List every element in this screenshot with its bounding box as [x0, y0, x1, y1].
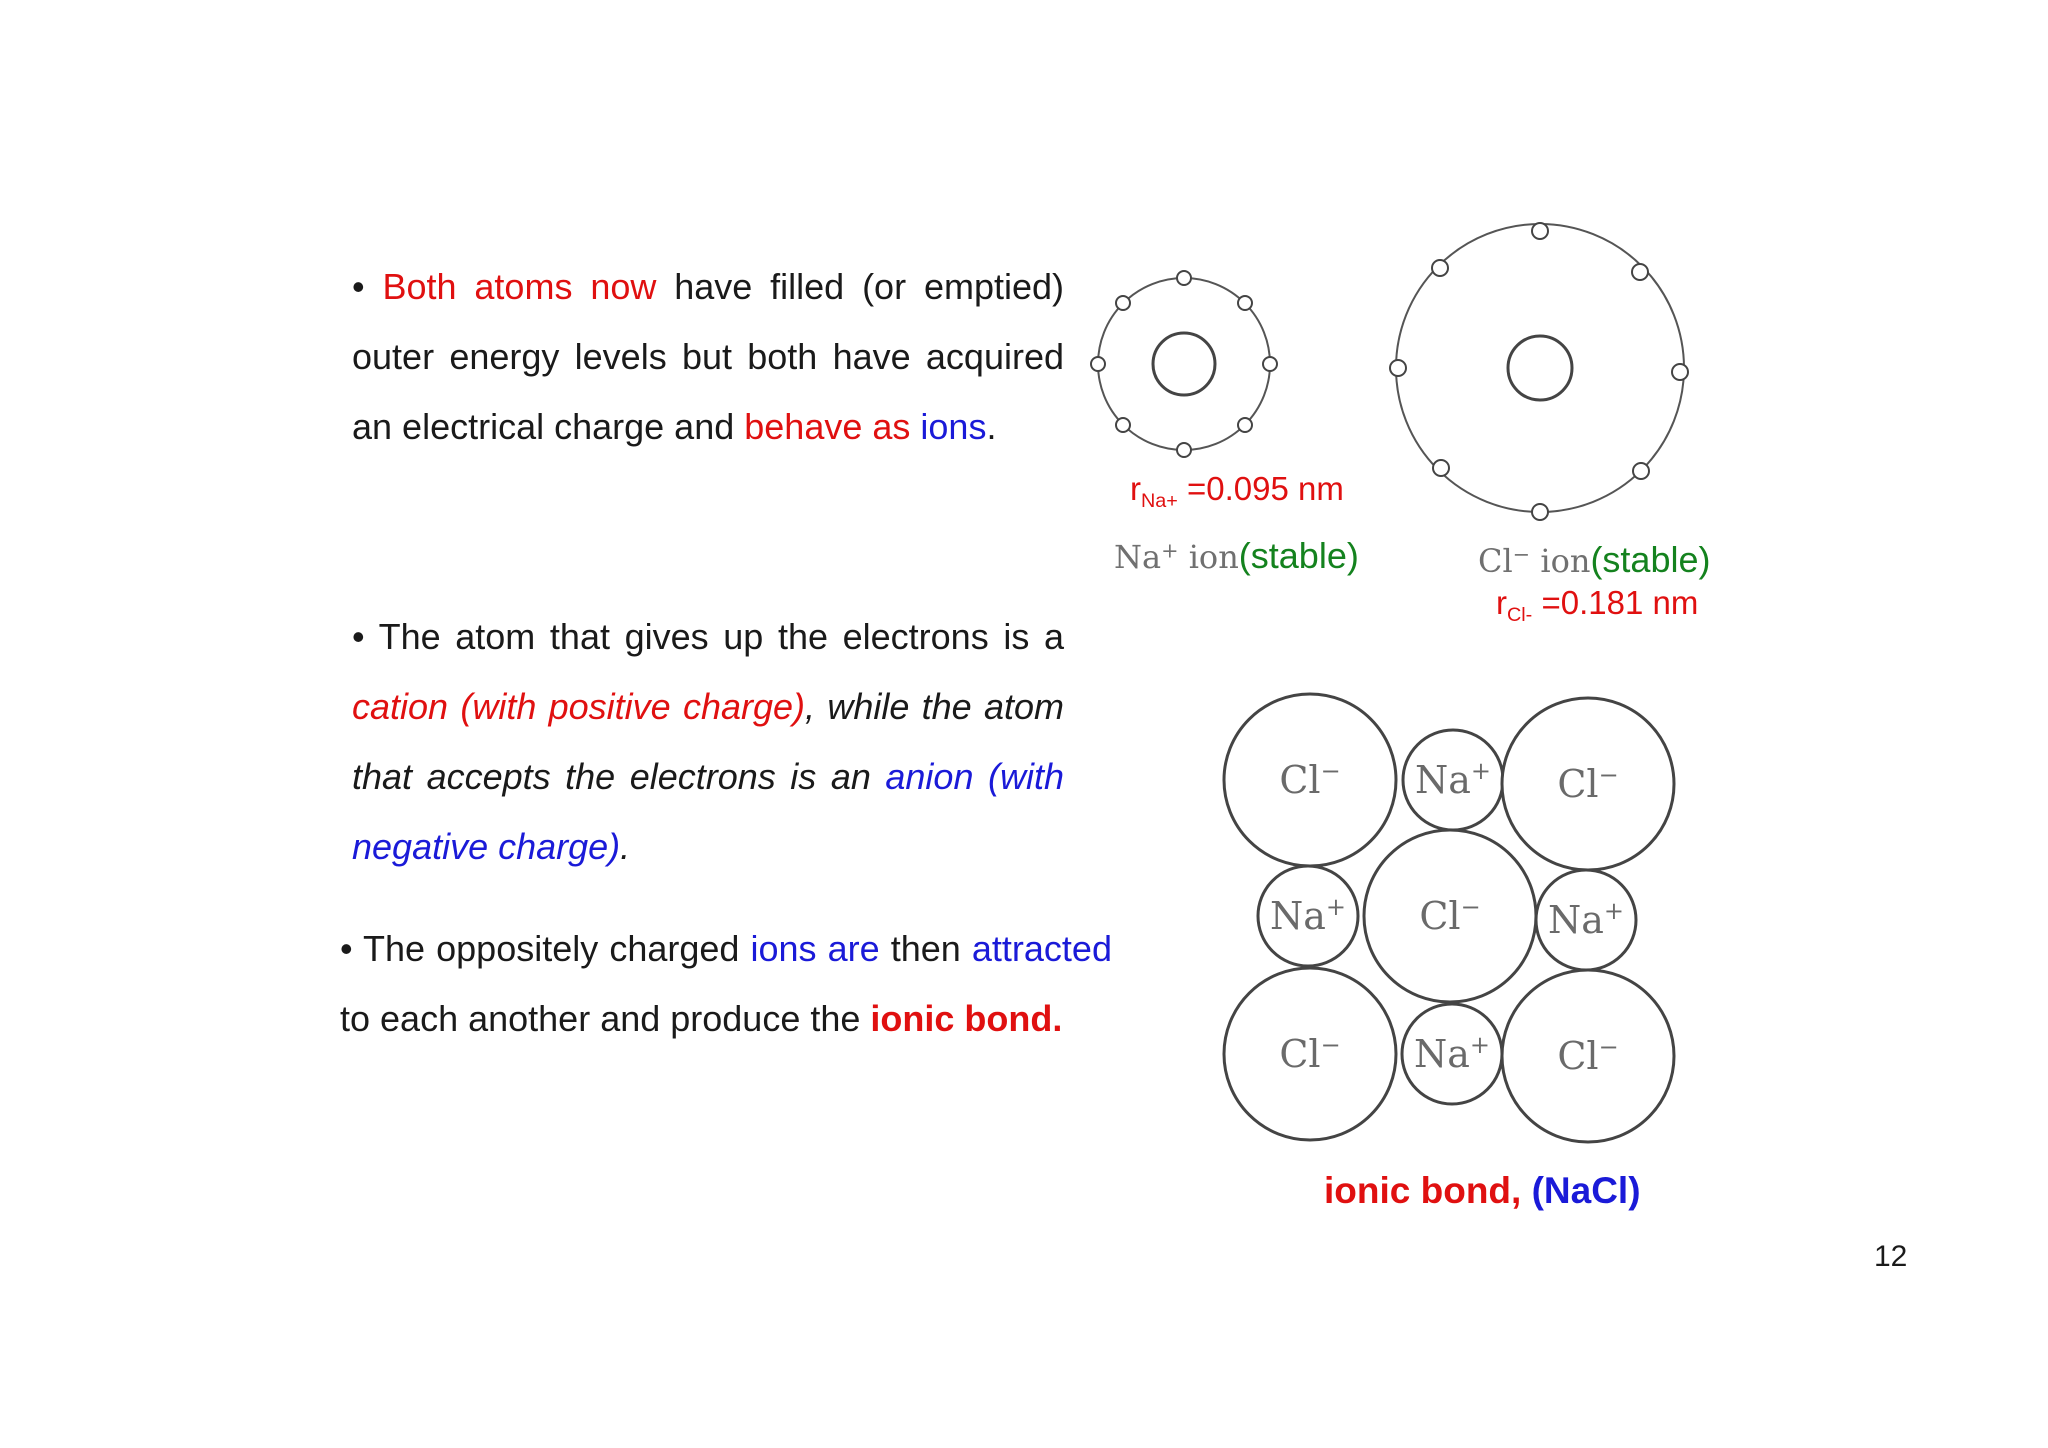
na-ion-label: Na+ ion(stable)	[1114, 535, 1359, 576]
lattice-label-na: Na+	[1414, 1031, 1490, 1076]
nacl-lattice-diagram: Cl− Na+ Cl− Na+ Cl− Na+ Cl− Na+ Cl−	[1222, 692, 1676, 1144]
text	[910, 406, 920, 447]
page-number: 12	[1874, 1240, 1908, 1273]
cl-nucleus	[1506, 334, 1574, 402]
text-blue: ions	[920, 406, 987, 447]
lattice-ion-na	[1256, 864, 1360, 968]
text-cation: cation (with positive charge)	[352, 686, 806, 727]
text-red: Both atoms now	[382, 266, 657, 307]
lattice-ion-cl	[1222, 966, 1398, 1142]
lattice-label-na: Na+	[1415, 757, 1491, 802]
cl-electrons	[1389, 222, 1689, 521]
paragraph-cation-anion: • The atom that gives up the electrons i…	[352, 602, 1064, 882]
text-blue: ions are	[750, 928, 880, 969]
bullet: •	[352, 616, 379, 657]
text: then	[879, 928, 972, 969]
text: .	[620, 826, 631, 867]
cl-stable: (stable)	[1590, 539, 1711, 580]
na-electrons	[1090, 270, 1278, 458]
na-nucleus	[1151, 331, 1217, 397]
na-radius-label: rNa+ =0.095 nm	[1130, 470, 1344, 512]
text: , while the atom that accepts the electr…	[352, 686, 1065, 797]
lattice-label-cl: Cl−	[1557, 761, 1618, 806]
na-stable: (stable)	[1238, 535, 1359, 576]
text-red: behave as	[744, 406, 911, 447]
na-ion-diagram	[1090, 270, 1278, 458]
text: have filled (or emptied) outer energy le…	[352, 266, 1065, 447]
text: .	[986, 406, 997, 447]
lattice-label-na: Na+	[1548, 897, 1624, 942]
cl-ion-diagram	[1389, 222, 1689, 521]
text: The atom that gives up the electrons is …	[378, 616, 1064, 657]
text: to each another and produce the	[340, 998, 871, 1039]
text: The oppositely charged	[363, 928, 751, 969]
lattice-ion-cl	[1500, 968, 1676, 1144]
text-blue: attracted	[971, 928, 1112, 969]
bullet: •	[352, 266, 383, 307]
bullet: •	[340, 928, 364, 969]
lattice-label-na: Na+	[1270, 893, 1346, 938]
lattice-label-cl: Cl−	[1279, 757, 1340, 802]
cl-ion-label: Cl− ion(stable)	[1478, 539, 1711, 580]
paragraph-ionic-bond: • The oppositely charged ions are then a…	[340, 914, 1112, 1054]
lattice-label-cl: Cl−	[1279, 1031, 1340, 1076]
lattice-label-cl: Cl−	[1557, 1033, 1618, 1078]
paragraph-filled-levels: • Both atoms now have filled (or emptied…	[352, 252, 1064, 462]
cl-radius-label: rCl- =0.181 nm	[1496, 584, 1699, 626]
text-anion: anion (with negative charge)	[352, 756, 1064, 867]
text-ionic-bond: ionic bond.	[870, 998, 1063, 1039]
lattice-label-cl: Cl−	[1419, 893, 1480, 938]
lattice-caption: ionic bond, (NaCl)	[1324, 1170, 1641, 1211]
